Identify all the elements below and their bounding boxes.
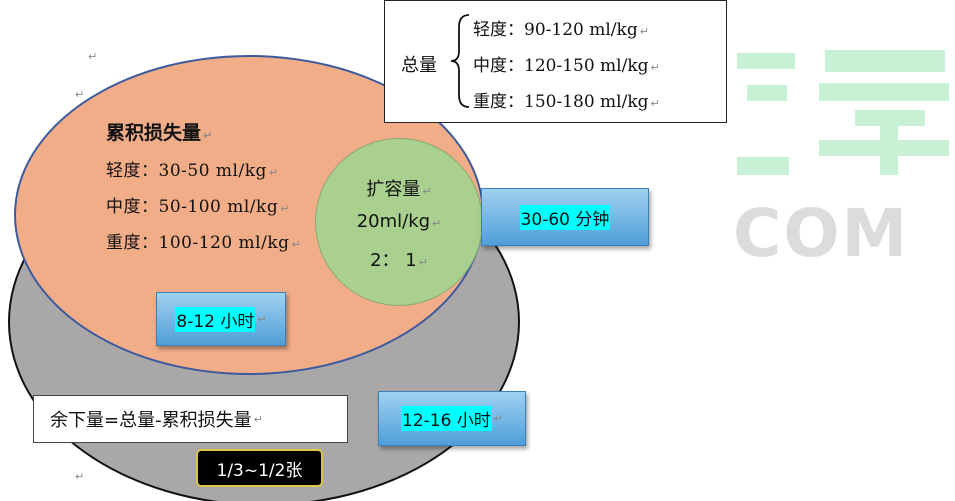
paragraph-mark: ↵: [88, 50, 98, 63]
paragraph-mark: ↵: [75, 88, 85, 101]
cumulative-line-mild: 轻度：30-50 ml/kg↵: [106, 161, 279, 181]
expansion-time-label: 30-60 分钟: [519, 204, 611, 230]
paragraph-mark: ↵: [75, 470, 85, 483]
fraction-label: 1/3~1/2张: [216, 460, 303, 481]
watermark-logo: COM: [733, 45, 955, 275]
cumulative-time-box: 8-12 小时↵: [156, 292, 286, 346]
remainder-formula-box: 余下量=总量-累积损失量↵: [33, 395, 348, 443]
total-line-severe: 重度：150-180 ml/kg↵: [473, 92, 660, 112]
cumulative-loss-block: 累积损失量↵: [106, 122, 213, 144]
total-label: 总量: [401, 55, 437, 76]
cumulative-line-moderate: 中度：50-100 ml/kg↵: [106, 197, 290, 217]
remainder-formula: 余下量=总量-累积损失量: [50, 410, 252, 431]
cumulative-time-label: 8-12 小时: [175, 306, 256, 332]
watermark-text: COM: [733, 195, 910, 272]
fraction-pill: 1/3~1/2张: [196, 449, 323, 487]
remainder-time-label: 12-16 小时: [400, 406, 492, 431]
cumulative-loss-title: 累积损失量: [106, 122, 202, 144]
total-line-mild: 轻度：90-120 ml/kg↵: [473, 20, 649, 40]
brace-icon: [450, 14, 470, 108]
expansion-ratio: 2： 1↵: [370, 250, 428, 271]
remainder-time-box: 12-16 小时↵: [378, 391, 526, 446]
total-line-moderate: 中度：120-150 ml/kg↵: [473, 56, 660, 76]
total-amount-box: 总量 轻度：90-120 ml/kg↵ 中度：120-150 ml/kg↵ 重度…: [384, 0, 727, 123]
expansion-amount: 20ml/kg↵: [356, 211, 442, 232]
cumulative-line-severe: 重度：100-120 ml/kg↵: [106, 233, 302, 253]
expansion-title: 扩容量↵: [366, 179, 432, 200]
expansion-circle: [315, 138, 483, 306]
expansion-time-box: 30-60 分钟: [481, 188, 649, 246]
